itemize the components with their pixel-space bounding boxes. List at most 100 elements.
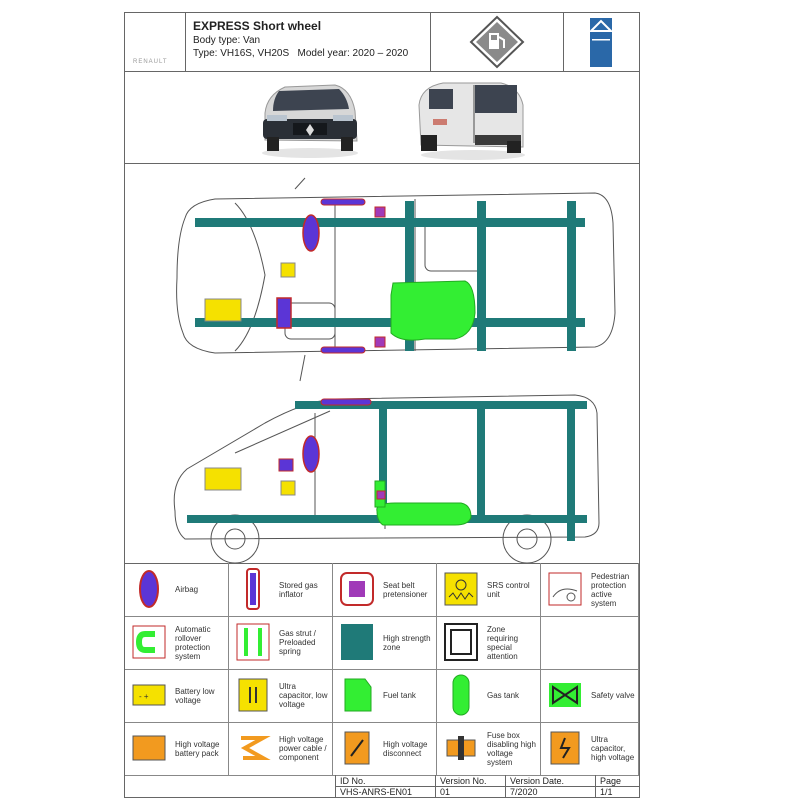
id-label: ID No.: [340, 776, 366, 786]
legend-item: Safety valve: [541, 669, 639, 722]
legend-label: Battery low voltage: [175, 686, 215, 705]
legend-label: SRS control unit: [487, 580, 530, 599]
zone-special-attention-icon: [441, 620, 481, 664]
legend-label: Pedestrian protection active system: [591, 571, 630, 608]
fuel-tank-icon: [337, 673, 377, 717]
legend-item: Ultra capacitor, high voltage: [541, 722, 639, 775]
legend-label: Airbag: [175, 585, 199, 594]
top-pretensioner-lower: [374, 336, 386, 348]
fuel-type-cell: [431, 13, 564, 71]
side-airbag-knee: [278, 458, 294, 472]
top-airbag-side: [276, 297, 292, 329]
legend-label: Automatic rollover protection system: [175, 624, 211, 661]
legend-row: Airbag Stored gas inflator Seat belt prete…: [125, 563, 639, 617]
vehicle-diagrams: [125, 163, 639, 564]
legend-label: Gas strut / Preloaded spring: [279, 629, 316, 656]
front-view-photo: [262, 84, 358, 158]
side-battery: [204, 467, 242, 491]
legend-label: High voltage disconnect: [383, 739, 428, 758]
legend-item: Gas tank: [437, 669, 541, 722]
legend-label: Fuel tank: [383, 691, 416, 700]
header: RENAULT EXPRESS Short wheel Body type: V…: [125, 13, 639, 72]
top-battery: [204, 298, 242, 322]
legend-label: Fuse box disabling high voltage system: [487, 730, 536, 767]
seat-belt-pretensioner-icon: [337, 567, 377, 611]
legend-item: High voltage battery pack: [125, 722, 229, 775]
side-curtain-airbag: [320, 398, 372, 406]
legend-label: Gas tank: [487, 691, 520, 700]
legend-item: Airbag: [125, 563, 229, 616]
type-model-year: Type: VH16S, VH20S Model year: 2020 – 20…: [193, 48, 422, 59]
legend-item: SRS control unit: [437, 563, 541, 616]
legend-item: Fuel tank: [333, 669, 437, 722]
vehicle-title: EXPRESS Short wheel: [193, 19, 322, 33]
srs-control-unit-icon: [441, 567, 481, 611]
title-cell: EXPRESS Short wheel Body type: Van Type:…: [185, 13, 431, 71]
date-label: Version Date.: [510, 776, 565, 786]
empty-icon: [545, 620, 585, 664]
legend-item: - + Battery low voltage: [125, 669, 229, 722]
body-type: Body type: Van: [193, 35, 261, 46]
legend-label: Ultra capacitor, low voltage: [279, 682, 328, 709]
logo-cell: RENAULT: [125, 13, 186, 71]
legend-row: - + Battery low voltage Ultra capacitor, l…: [125, 669, 639, 723]
rollover-protection-icon: [129, 620, 169, 664]
legend-label: Ultra capacitor, high voltage: [591, 735, 635, 762]
footer: ID No. VHS-ANRS-EN01 Version No. 01 Vers…: [335, 775, 639, 797]
top-high-strength-frame: [195, 201, 585, 351]
legend-item: Stored gas inflator: [229, 563, 333, 616]
legend-label: Stored gas inflator: [279, 580, 318, 599]
fuse-box-icon: [441, 726, 481, 770]
gas-strut-icon: [233, 620, 273, 664]
stored-gas-inflator-icon: [233, 567, 273, 611]
hv-disconnect-icon: [337, 726, 377, 770]
footer-id: ID No. VHS-ANRS-EN01: [335, 775, 435, 797]
hv-power-cable-icon: [233, 726, 273, 770]
top-view-diagram: [173, 177, 616, 563]
ultracapacitor-hv-icon: [545, 726, 585, 770]
gas-tank-icon: [441, 673, 481, 717]
legend-item: Ultra capacitor, low voltage: [229, 669, 333, 722]
door-icon-cell: [563, 13, 639, 71]
rescue-sheet: RENAULT EXPRESS Short wheel Body type: V…: [124, 12, 640, 798]
ultracapacitor-low-voltage-icon: [233, 673, 273, 717]
legend-item: Automatic rollover protection system: [125, 616, 229, 669]
side-fuel-tank: [376, 502, 472, 526]
footer-page: Page 1/1: [595, 775, 639, 797]
date-value: 7/2020: [510, 787, 538, 797]
rear-view-photo: [418, 82, 525, 160]
legend-label: [591, 616, 635, 669]
top-curtain-airbag-lower: [320, 346, 366, 354]
legend-label: High voltage battery pack: [175, 739, 220, 758]
legend-label: Zone requiring special attention: [487, 624, 519, 661]
brand-logo: RENAULT: [133, 59, 168, 65]
safety-valve-icon: [545, 673, 585, 717]
legend-item: Seat belt pretensioner: [333, 563, 437, 616]
page-value: 1/1: [600, 787, 613, 797]
legend-row: Automatic rollover protection system Gas …: [125, 616, 639, 670]
legend-label: Seat belt pretensioner: [383, 580, 428, 599]
vehicle-door-icon: [588, 18, 614, 67]
battery-low-voltage-icon: - +: [129, 673, 169, 717]
pedestrian-protection-icon: [545, 567, 585, 611]
airbag-icon: [129, 567, 169, 611]
diesel-fuel-icon: [469, 15, 525, 69]
legend-item: [541, 616, 639, 669]
legend-item: Fuse box disabling high voltage system: [437, 722, 541, 775]
vehicle-photos: [125, 71, 639, 164]
top-pretensioner-upper: [374, 206, 386, 218]
top-airbag-front: [302, 214, 320, 252]
side-airbag: [302, 435, 320, 473]
version-label: Version No.: [440, 776, 487, 786]
top-view-outline: [176, 177, 616, 382]
legend-item: Gas strut / Preloaded spring: [229, 616, 333, 669]
legend: Airbag Stored gas inflator Seat belt prete…: [125, 563, 639, 776]
legend-label: High voltage power cable / component: [279, 735, 327, 762]
side-srs-unit: [280, 480, 296, 496]
vehicle-type: Type: VH16S, VH20S: [193, 48, 290, 59]
legend-item: Pedestrian protection active system: [541, 563, 639, 616]
top-srs-unit: [280, 262, 296, 278]
top-curtain-airbag-upper: [320, 198, 366, 206]
legend-row: High voltage battery pack High voltage po…: [125, 722, 639, 776]
high-strength-zone-icon: [337, 620, 377, 664]
